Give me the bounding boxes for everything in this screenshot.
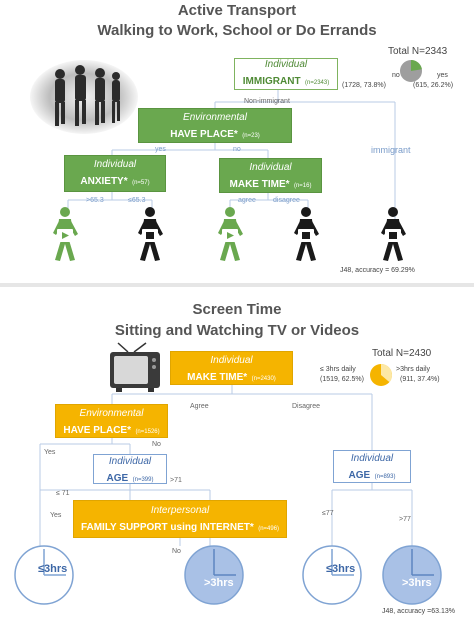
node-family-support-n: (n=496) [258, 525, 280, 532]
transport-pie-no-label: no [392, 72, 400, 79]
transport-subtitle: Walking to Work, School or Do Errands [97, 22, 377, 39]
transport-title: Active Transport [177, 2, 297, 19]
edge-disagree-screen: Disagree [292, 403, 321, 410]
edge-gt-65: >65.3 [86, 197, 104, 204]
node-age-left: Individual AGE (n=399) [93, 454, 167, 484]
edge-no: no [233, 146, 241, 153]
edge-no-screen: No [152, 441, 161, 448]
node-immigrant-category: Individual [264, 59, 308, 70]
clock-leaf-gt-1-label: >3hrs [204, 577, 234, 589]
edge-agree: agree [238, 197, 256, 204]
node-age-right-category: Individual [350, 453, 394, 464]
node-age-left-n: (n=399) [132, 476, 154, 483]
walkers-silhouette-icon [55, 65, 120, 126]
node-make-time-name: MAKE TIME* [229, 178, 290, 190]
edge-yes-screen: Yes [44, 449, 56, 456]
clock-leaf-gt-2-label: >3hrs [402, 577, 432, 589]
edge-le77: ≤77 [322, 510, 334, 517]
node-age-right-name: AGE [348, 469, 371, 481]
node-have-place-name: HAVE PLACE* [170, 128, 238, 140]
screen-total: Total N=2430 [372, 348, 432, 359]
edge-non-immigrant: Non-immigrant [244, 98, 290, 105]
transport-pie-yes-value: (615, 26.2%) [413, 82, 454, 89]
screen-pie-gt-value: (911, 37.4%) [400, 376, 440, 383]
node-make-time-transport: Individual MAKE TIME* (n=16) [219, 158, 322, 193]
node-family-support: Interpersonal FAMILY SUPPORT using INTER… [73, 500, 287, 538]
node-anxiety-n: (n=57) [132, 179, 150, 186]
edge-no2: No [172, 548, 181, 555]
node-have-place-n: (n=23) [242, 132, 260, 139]
node-family-support-category: Interpersonal [150, 505, 210, 516]
node-age-left-name: AGE [106, 472, 129, 484]
walkers-photo [30, 60, 138, 134]
node-age-right: Individual AGE (n=893) [333, 450, 411, 483]
transport-total: Total N=2343 [388, 46, 448, 57]
node-immigrant-n: (n=2343) [305, 79, 330, 86]
edge-gt77: >77 [399, 516, 411, 523]
screen-pie-le-label: ≤ 3hrs daily [320, 366, 356, 373]
node-anxiety: Individual ANXIETY* (n=57) [64, 155, 166, 192]
clock-leaf-le-2-label: ≤3hrs [326, 563, 356, 575]
edge-gt71: >71 [170, 477, 182, 484]
screen-title: Screen Time [192, 301, 282, 318]
screen-pie-le-value: (1519, 62.5%) [320, 376, 364, 383]
edge-disagree: disagree [273, 197, 300, 204]
section-divider [0, 283, 474, 287]
clock-leaf-le-1-label: ≤3hrs [38, 563, 68, 575]
screen-pie-gt-label: >3hrs daily [396, 366, 431, 373]
node-immigrant: Individual IMMIGRANT (n=2343) [234, 58, 338, 90]
node-have-place-screen-n: (n=1526) [135, 428, 160, 435]
node-make-time-screen-name: MAKE TIME* [187, 371, 248, 383]
node-make-time-category: Individual [249, 162, 292, 173]
edge-yes: yes [155, 146, 166, 153]
node-make-time-screen-n: (n=2430) [251, 375, 276, 382]
transport-accuracy: J48, accuracy = 69.29% [340, 267, 415, 274]
screen-accuracy: J48, accuracy =63.13% [382, 608, 455, 615]
transport-pie-no-value: (1728, 73.8%) [342, 82, 386, 89]
edge-agree-screen: Agree [190, 403, 209, 410]
edge-le71: ≤ 71 [56, 490, 70, 497]
node-have-place-screen-name: HAVE PLACE* [63, 424, 131, 436]
node-family-support-name: FAMILY SUPPORT using INTERNET* [80, 521, 254, 533]
node-have-place-category: Environmental [183, 112, 247, 123]
node-make-time-n: (n=16) [293, 182, 312, 189]
node-immigrant-name: IMMIGRANT [242, 75, 301, 87]
node-have-place-screen-category: Environmental [79, 408, 144, 419]
edge-immigrant: immigrant [371, 145, 411, 155]
node-age-left-category: Individual [108, 456, 152, 467]
screen-subtitle: Sitting and Watching TV or Videos [114, 322, 360, 339]
edge-le-65: ≤65.3 [128, 197, 146, 204]
node-make-time-screen: Individual MAKE TIME* (n=2430) [170, 351, 293, 385]
transport-pie-yes-label: yes [437, 72, 448, 79]
node-anxiety-name: ANXIETY* [80, 175, 128, 187]
node-have-place-transport: Environmental HAVE PLACE* (n=23) [138, 108, 292, 143]
edge-yes2: Yes [50, 512, 62, 519]
node-have-place-screen: Environmental HAVE PLACE* (n=1526) [55, 404, 168, 438]
node-age-right-n: (n=893) [374, 473, 396, 480]
node-anxiety-category: Individual [93, 159, 137, 170]
node-make-time-screen-category: Individual [210, 355, 253, 366]
